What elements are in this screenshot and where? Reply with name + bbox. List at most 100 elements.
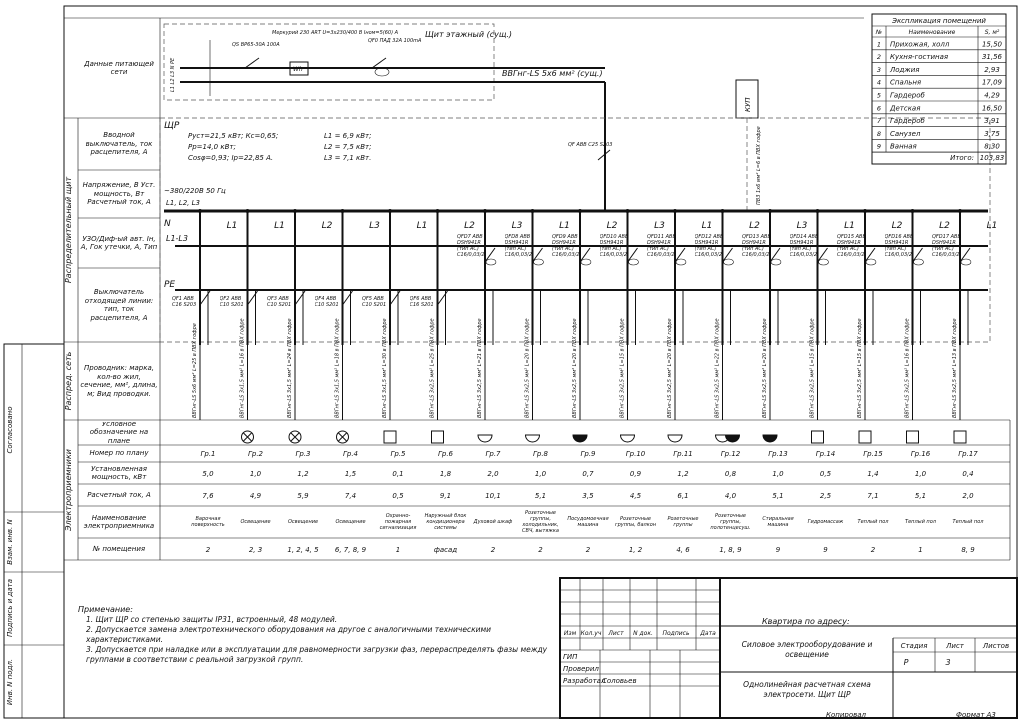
row-label: № помещения — [92, 544, 146, 553]
cable-label: ВВГнг-LS 5х6 мм² L=25 в ПВХ гофре — [192, 323, 198, 418]
group-number: Гр.12 — [721, 450, 741, 458]
consumer-name-box: Освещение — [288, 519, 318, 525]
rcd-switch-icon — [769, 247, 781, 263]
rcd-ring-icon — [723, 258, 734, 266]
tb-stage-h: Стадия — [901, 642, 928, 650]
group-power: 5,0 — [202, 470, 214, 478]
pe-cable: ПВ3 1х6 мм² L=6 в ПВХ гофре — [756, 126, 762, 205]
row-label-box: УЗО/Диф-ый авт. Iн, А, Гок утечки, А, Ти… — [81, 235, 157, 252]
board-load-l3: L3 = 7,1 кВт. — [324, 154, 371, 162]
room-num: 3 — [877, 66, 881, 74]
tb-col-izm: Изм — [564, 630, 577, 637]
socket-icon — [762, 434, 778, 443]
row-label-box: Проводник: марка, кол-во жил, сечение, м… — [80, 364, 157, 398]
stamp-agreed: Согласовано — [6, 406, 14, 453]
group-number: Гр.16 — [911, 450, 931, 458]
bus-n-label: N — [164, 219, 171, 229]
group-number: Гр.14 — [816, 450, 835, 458]
breaker-switch-icon — [199, 290, 211, 306]
group-current: 10,1 — [485, 492, 501, 500]
room-num: 9 — [877, 143, 881, 151]
floor-panel: Щит этажный (сущ.) L1 L2 L3 N PE QS ВР65… — [163, 23, 762, 210]
consumer-name: Теплый пол — [905, 519, 936, 525]
group-current: 7,1 — [867, 492, 878, 500]
bus-l-label: L1-L3 — [166, 234, 188, 243]
phase-label: L2 — [939, 221, 950, 231]
phase-label: L3 — [654, 221, 665, 231]
consumer-name: Охранно-пожарная сигнализация — [379, 513, 417, 531]
group-power: 0,4 — [962, 470, 973, 478]
room-number: 2 — [586, 546, 591, 554]
group-number: Гр.1 — [200, 450, 215, 458]
room-number: 9 — [776, 546, 781, 554]
rcd-ring-icon — [960, 258, 972, 266]
rcd-switch-icon — [722, 247, 733, 263]
cable-label: ВВГнг-LS 3х2,5 мм² L=20 в ПВХ гофре — [572, 318, 578, 418]
room-area: 4,29 — [984, 92, 1000, 100]
rcd-label-box: QFD7 ABB DSH941R (тип AC) C16/0,03/2 — [457, 234, 485, 258]
lamp-icon — [336, 430, 349, 444]
consumer-name: Посудомоечная машина — [567, 516, 609, 528]
breaker-switch-icon — [342, 290, 353, 306]
room-name: Гардероб — [890, 92, 926, 100]
group-number: Гр.5 — [390, 450, 406, 458]
phase-label: L1 — [987, 221, 998, 231]
breaker-switch-icon — [437, 290, 448, 306]
rcd-label: QFD17 ABB DSH941R (тип AC) C16/0,03/2 — [932, 234, 961, 258]
kup-label: КУП — [744, 97, 752, 112]
breaker-label: QF6 ABB C16 S201 — [409, 296, 434, 308]
group-number: Гр.11 — [673, 450, 692, 458]
board-load-l1: L1 = 6,9 кВт; — [324, 132, 372, 140]
consumer-name-box: Теплый пол — [858, 519, 889, 525]
room-area: 17,09 — [982, 79, 1003, 87]
cable-label: ВВГнг-LS 3х2,5 мм² L=15 в ПВХ гофре — [857, 318, 863, 418]
bus-tap-dot — [483, 209, 487, 213]
row-label: Данные питающей сети — [84, 59, 154, 77]
group-number: Гр.10 — [626, 450, 646, 458]
rcd-ring-icon — [865, 258, 877, 266]
room-number: 8, 9 — [961, 546, 975, 554]
group-power: 1,0 — [250, 470, 262, 478]
rcd-ring-icon — [675, 258, 687, 266]
group-current: 2,0 — [962, 492, 974, 500]
cable-label: ВВГнг-LS 3х2,5 мм² L=25 в ПВХ гофре — [430, 318, 436, 418]
consumer-name-box: Теплый пол — [952, 519, 984, 525]
tb-copied: Копировал — [826, 711, 867, 719]
row-label: Выключатель отходящей линии: тип, ток ра… — [84, 288, 154, 322]
tb-sheet: 3 — [945, 658, 950, 667]
cable-label: ВВГнг-LS 3х1,5 мм² L=30 в ПВХ гофре — [382, 318, 388, 418]
phase-label: L1 — [227, 221, 238, 231]
bus-tap-dot — [958, 209, 962, 213]
breaker-label-box: QF5 ABB C10 S201 — [362, 296, 386, 308]
room-number: 2 — [538, 546, 543, 554]
input-breaker-label: QF ABB C25 S203 — [568, 142, 612, 148]
rcd-label: QFD14 ABB DSH941R (тип AC) C16/0,03/2 — [789, 234, 819, 258]
phase-label: L2 — [322, 221, 333, 231]
row-label-box: Установленная мощность, кВт — [91, 465, 147, 482]
cable-label: ВВГнг-LS 3х1,5 мм² L=18 в ПВХ гофре — [335, 318, 341, 418]
consumer-name: Теплый пол — [952, 519, 984, 525]
cable-label: ВВГнг-LS 3х2,5 мм² L=20 в ПВХ гофре — [667, 318, 673, 418]
rcd-ring-icon — [628, 258, 639, 266]
phase-label: L2 — [749, 221, 760, 231]
bus-tap-dot — [388, 209, 392, 213]
rcd-switch-icon — [864, 247, 876, 263]
rooms-total-label: Итого: — [950, 154, 974, 162]
cable-label: ВВГнг-LS 3х1,5 мм² L=16 в ПВХ гофре — [240, 318, 246, 418]
tb-format: Формат А3 — [956, 711, 996, 719]
junction-box-icon — [858, 430, 872, 444]
group-power: 0,9 — [630, 470, 642, 478]
rooms-h-name: Наименование — [909, 29, 956, 36]
group-number: Гр.6 — [438, 450, 454, 458]
consumer-name-box: Гидромассаж — [808, 519, 844, 525]
qs-label: QS ВР65-30А 100А — [232, 42, 280, 48]
rcd-label: QFD16 ABB DSH941R (тип AC) C16/0,03/2 — [884, 234, 914, 258]
breaker-switch-icon — [247, 290, 258, 306]
